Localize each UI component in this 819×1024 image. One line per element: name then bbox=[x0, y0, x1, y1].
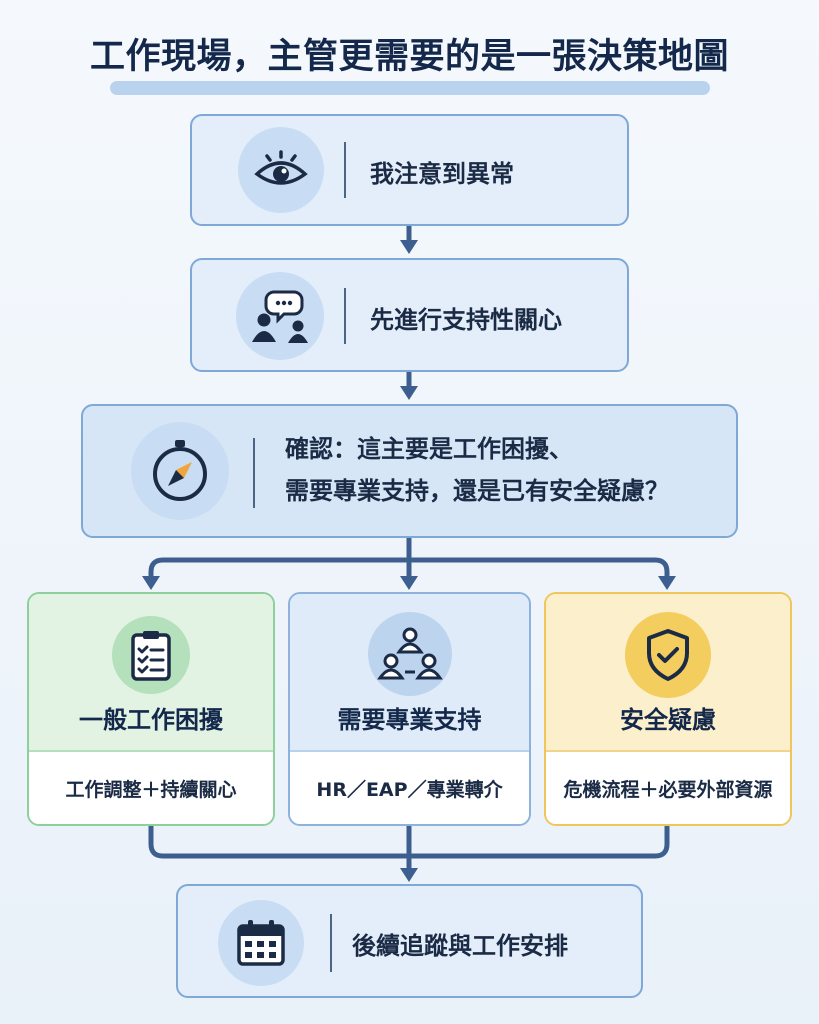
branch-separator bbox=[29, 750, 273, 752]
clipboard-checklist-icon bbox=[112, 616, 190, 694]
branch-general-title: 一般工作困擾 bbox=[79, 706, 223, 734]
branch-general: 一般工作困擾 工作調整＋持續關心 bbox=[27, 592, 275, 826]
calendar-icon bbox=[218, 900, 304, 986]
branch-separator bbox=[290, 750, 529, 752]
step-care-label: 先進行支持性關心 bbox=[370, 306, 562, 334]
title-underline bbox=[110, 81, 710, 95]
step-divider bbox=[344, 288, 346, 344]
step-care-box: 先進行支持性關心 bbox=[190, 258, 629, 372]
step-confirm-label: 確認：這主要是工作困擾、 需要專業支持，還是已有安全疑慮？ bbox=[285, 428, 669, 512]
people-network-icon bbox=[367, 612, 452, 696]
branch-professional-action: HR／EAP／專業轉介 bbox=[290, 752, 529, 824]
step-confirm-line2: 需要專業支持，還是已有安全疑慮？ bbox=[285, 477, 669, 505]
step-notice-box: 我注意到異常 bbox=[190, 114, 629, 226]
page-title: 工作現場，主管更需要的是一張決策地圖 bbox=[89, 37, 729, 77]
branch-safety-head: 安全疑慮 bbox=[546, 594, 790, 752]
branch-separator bbox=[546, 750, 790, 752]
branch-general-action: 工作調整＋持續關心 bbox=[29, 752, 273, 824]
step-divider bbox=[253, 438, 255, 508]
step-notice-label: 我注意到異常 bbox=[370, 160, 514, 188]
step-confirm-line1: 確認：這主要是工作困擾、 bbox=[285, 435, 573, 463]
branch-professional-head: 需要專業支持 bbox=[290, 594, 529, 752]
branch-professional: 需要專業支持 HR／EAP／專業轉介 bbox=[288, 592, 531, 826]
branch-safety-action: 危機流程＋必要外部資源 bbox=[546, 752, 790, 824]
branch-general-head: 一般工作困擾 bbox=[29, 594, 273, 752]
eye-icon bbox=[238, 127, 324, 213]
step-divider bbox=[344, 142, 346, 198]
branch-safety-title: 安全疑慮 bbox=[620, 706, 716, 734]
people-chat-icon bbox=[236, 272, 324, 360]
arrow-merge bbox=[148, 823, 670, 877]
step-followup-box: 後續追蹤與工作安排 bbox=[176, 884, 643, 998]
branch-safety: 安全疑慮 危機流程＋必要外部資源 bbox=[544, 592, 792, 826]
arrow-confirm-split bbox=[148, 535, 670, 583]
compass-icon bbox=[131, 422, 229, 520]
shield-check-icon bbox=[625, 612, 711, 698]
step-confirm-box: 確認：這主要是工作困擾、 需要專業支持，還是已有安全疑慮？ bbox=[81, 404, 738, 538]
step-followup-label: 後續追蹤與工作安排 bbox=[352, 932, 568, 960]
step-divider bbox=[330, 914, 332, 972]
branch-professional-title: 需要專業支持 bbox=[337, 706, 482, 734]
